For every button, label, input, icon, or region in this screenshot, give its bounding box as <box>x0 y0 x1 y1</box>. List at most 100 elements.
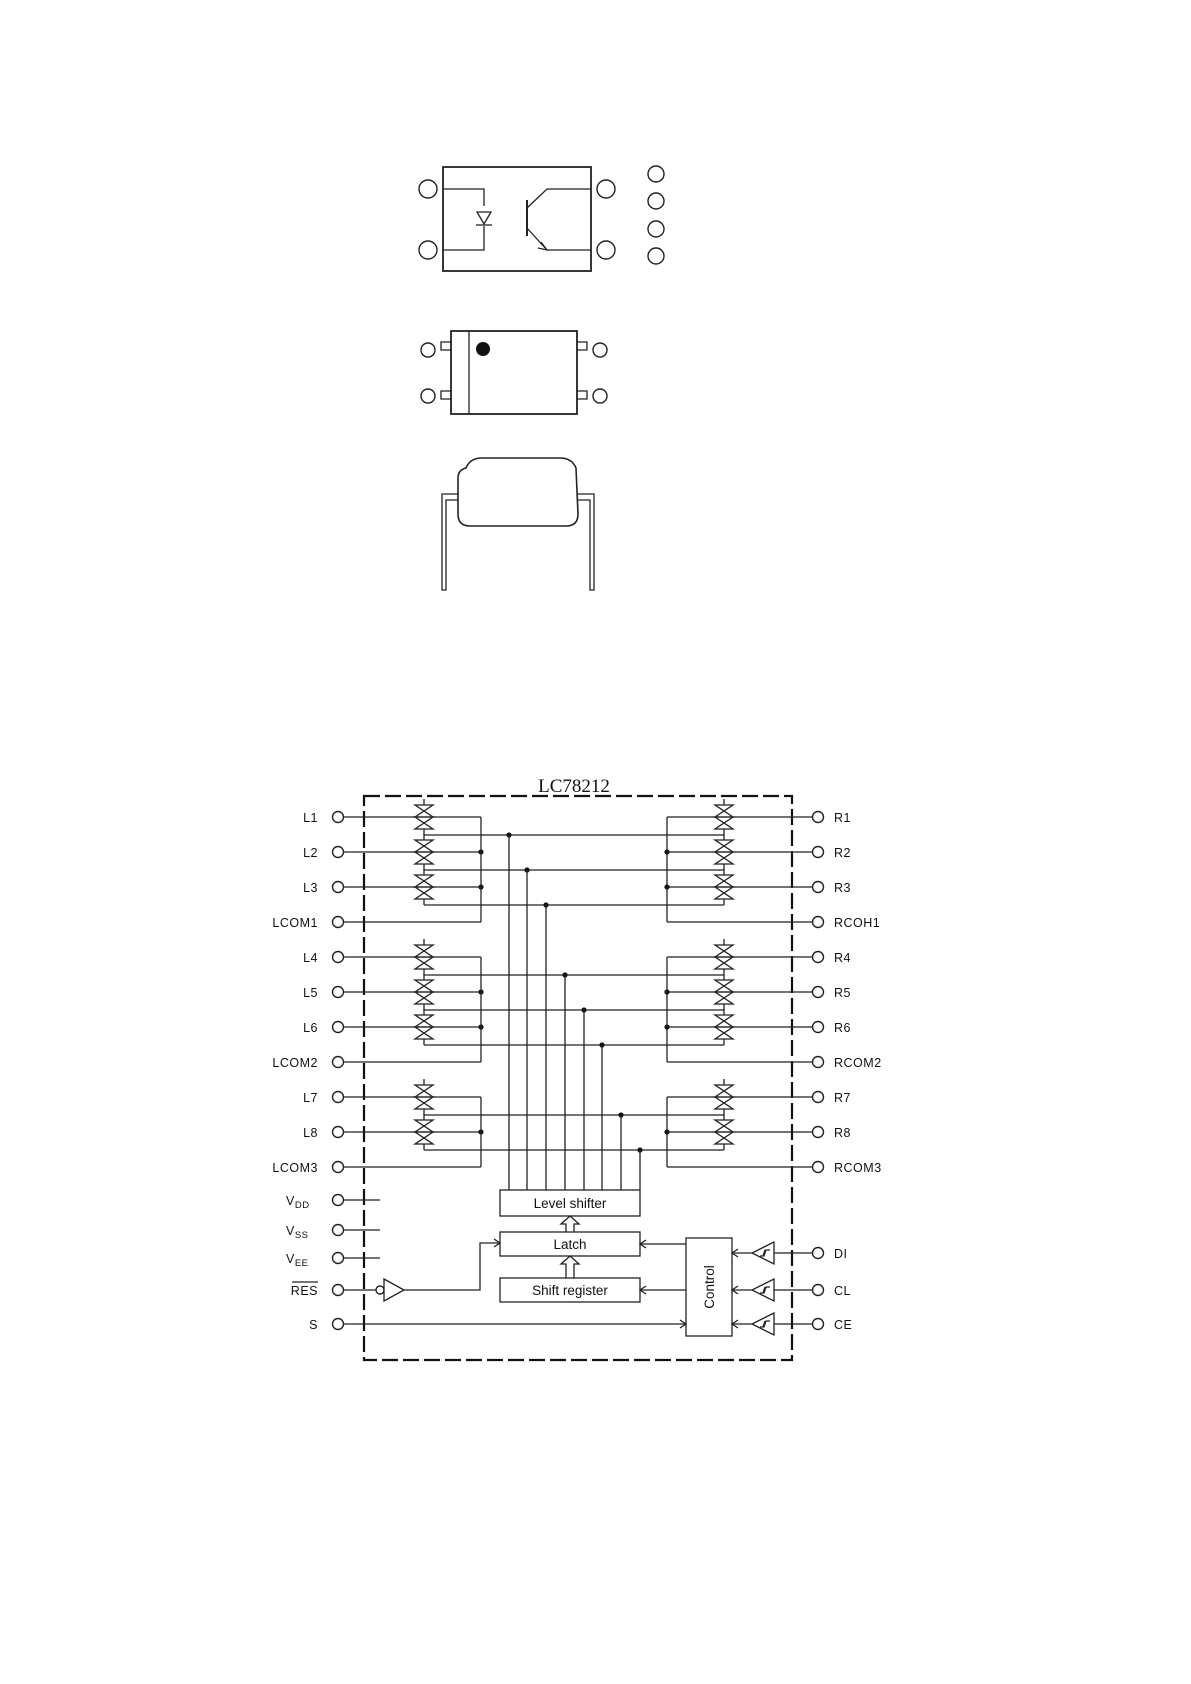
pin-right-r8 <box>813 1127 824 1138</box>
junction-dot <box>664 849 669 854</box>
transmission-gate-icon <box>415 875 433 887</box>
led-diode-icon <box>443 189 492 250</box>
pin-label-right: R6 <box>834 1021 851 1035</box>
pin-s <box>333 1319 344 1330</box>
pin-right-r2 <box>813 847 824 858</box>
buffer-icon <box>384 1279 404 1301</box>
pin-label-res: RES <box>291 1284 318 1298</box>
pin-ce <box>813 1319 824 1330</box>
pin-label-supply: VSS <box>286 1224 309 1241</box>
pin-left-lcom3 <box>333 1162 344 1173</box>
pin-supply-dd <box>333 1195 344 1206</box>
pin-right-r3 <box>813 882 824 893</box>
package-top-view <box>421 331 607 414</box>
pin-label-right: R2 <box>834 846 851 860</box>
pin-right-r4 <box>813 952 824 963</box>
transmission-gate-icon <box>715 1120 733 1132</box>
pin-label-supply: VEE <box>286 1252 309 1269</box>
control-block-label: Control <box>702 1265 717 1309</box>
pin-supply-ss <box>333 1225 344 1236</box>
pin-left-l2 <box>333 847 344 858</box>
level-shifter-block <box>500 1190 640 1216</box>
pin-label-left: L8 <box>303 1126 318 1140</box>
pin-right-r6 <box>813 1022 824 1033</box>
junction-dot <box>637 1147 642 1152</box>
schmitt-buffer-icon <box>752 1242 774 1264</box>
inverter-bubble <box>376 1286 384 1294</box>
control-block <box>686 1238 732 1336</box>
pin-label-left: L2 <box>303 846 318 860</box>
pin-label-right: RCOH1 <box>834 916 880 930</box>
junction-dot <box>478 1024 483 1029</box>
chip-outline <box>364 796 792 1360</box>
pin-left-l5 <box>333 987 344 998</box>
pin-3-marker <box>597 241 615 259</box>
transmission-gate-icon <box>415 840 433 852</box>
junction-dot <box>478 1129 483 1134</box>
transmission-gate-icon <box>715 805 733 817</box>
pin-label-left: LCOM1 <box>272 916 318 930</box>
pin-label-right: R5 <box>834 986 851 1000</box>
pin-right-rcoh1 <box>813 917 824 928</box>
junction-dot <box>664 1129 669 1134</box>
junction-dot <box>664 884 669 889</box>
pin-label-s: S <box>309 1318 318 1332</box>
pin-label-left: L1 <box>303 811 318 825</box>
junction-dot <box>664 989 669 994</box>
pin-label-right: R4 <box>834 951 851 965</box>
transmission-gate-icon <box>715 1085 733 1097</box>
junction-dot <box>524 867 529 872</box>
pin-cl <box>813 1285 824 1296</box>
pin-left-l3 <box>333 882 344 893</box>
pin-label-right: RCOM2 <box>834 1056 882 1070</box>
pin-2-marker <box>419 241 437 259</box>
optocoupler-drawing <box>0 0 1191 620</box>
transmission-gate-icon <box>415 980 433 992</box>
pin-4-marker <box>597 180 615 198</box>
pin-right-r7 <box>813 1092 824 1103</box>
chip-title: LC78212 <box>538 776 610 797</box>
pin-res <box>333 1285 344 1296</box>
pin-right-rcom2 <box>813 1057 824 1068</box>
junction-dot <box>506 832 511 837</box>
transmission-gate-icon <box>415 1015 433 1027</box>
schmitt-buffer-icon <box>752 1313 774 1335</box>
pin-left-l1 <box>333 812 344 823</box>
junction-dot <box>543 902 548 907</box>
pin-1-marker <box>419 180 437 198</box>
pin-supply-ee <box>333 1253 344 1264</box>
pin-label-right: R1 <box>834 811 851 825</box>
junction-dot <box>581 1007 586 1012</box>
junction-dot <box>478 989 483 994</box>
transmission-gate-icon <box>715 875 733 887</box>
pin-label-left: LCOM2 <box>272 1056 318 1070</box>
pin-left-l8 <box>333 1127 344 1138</box>
latch-to-shifter-arrow <box>561 1216 579 1232</box>
latch-block <box>500 1232 640 1256</box>
latch-block-label: Latch <box>553 1237 586 1252</box>
pin-label-left: L7 <box>303 1091 318 1105</box>
shift-register-block-label: Shift register <box>532 1283 608 1298</box>
pin-label-left: LCOM3 <box>272 1161 318 1175</box>
junction-dot <box>599 1042 604 1047</box>
shift-register-block <box>500 1278 640 1302</box>
pin-left-l7 <box>333 1092 344 1103</box>
package-side-view <box>442 458 594 590</box>
pin-label-supply: VDD <box>286 1194 310 1211</box>
pin-left-l4 <box>333 952 344 963</box>
transmission-gate-icon <box>415 1120 433 1132</box>
pin-label-left: L4 <box>303 951 318 965</box>
pin-label-right: R8 <box>834 1126 851 1140</box>
pin-label-left: L6 <box>303 1021 318 1035</box>
transmission-gate-icon <box>715 840 733 852</box>
pin-left-lcom2 <box>333 1057 344 1068</box>
transmission-gate-icon <box>415 1085 433 1097</box>
transmission-gate-icon <box>415 805 433 817</box>
pin1-index-dot <box>476 342 490 356</box>
transmission-gate-icon <box>715 1015 733 1027</box>
register-to-latch-arrow <box>561 1256 579 1278</box>
pin-right-r1 <box>813 812 824 823</box>
pin-label-control: CL <box>834 1284 851 1298</box>
schmitt-buffer-icon <box>752 1279 774 1301</box>
junction-dot <box>618 1112 623 1117</box>
